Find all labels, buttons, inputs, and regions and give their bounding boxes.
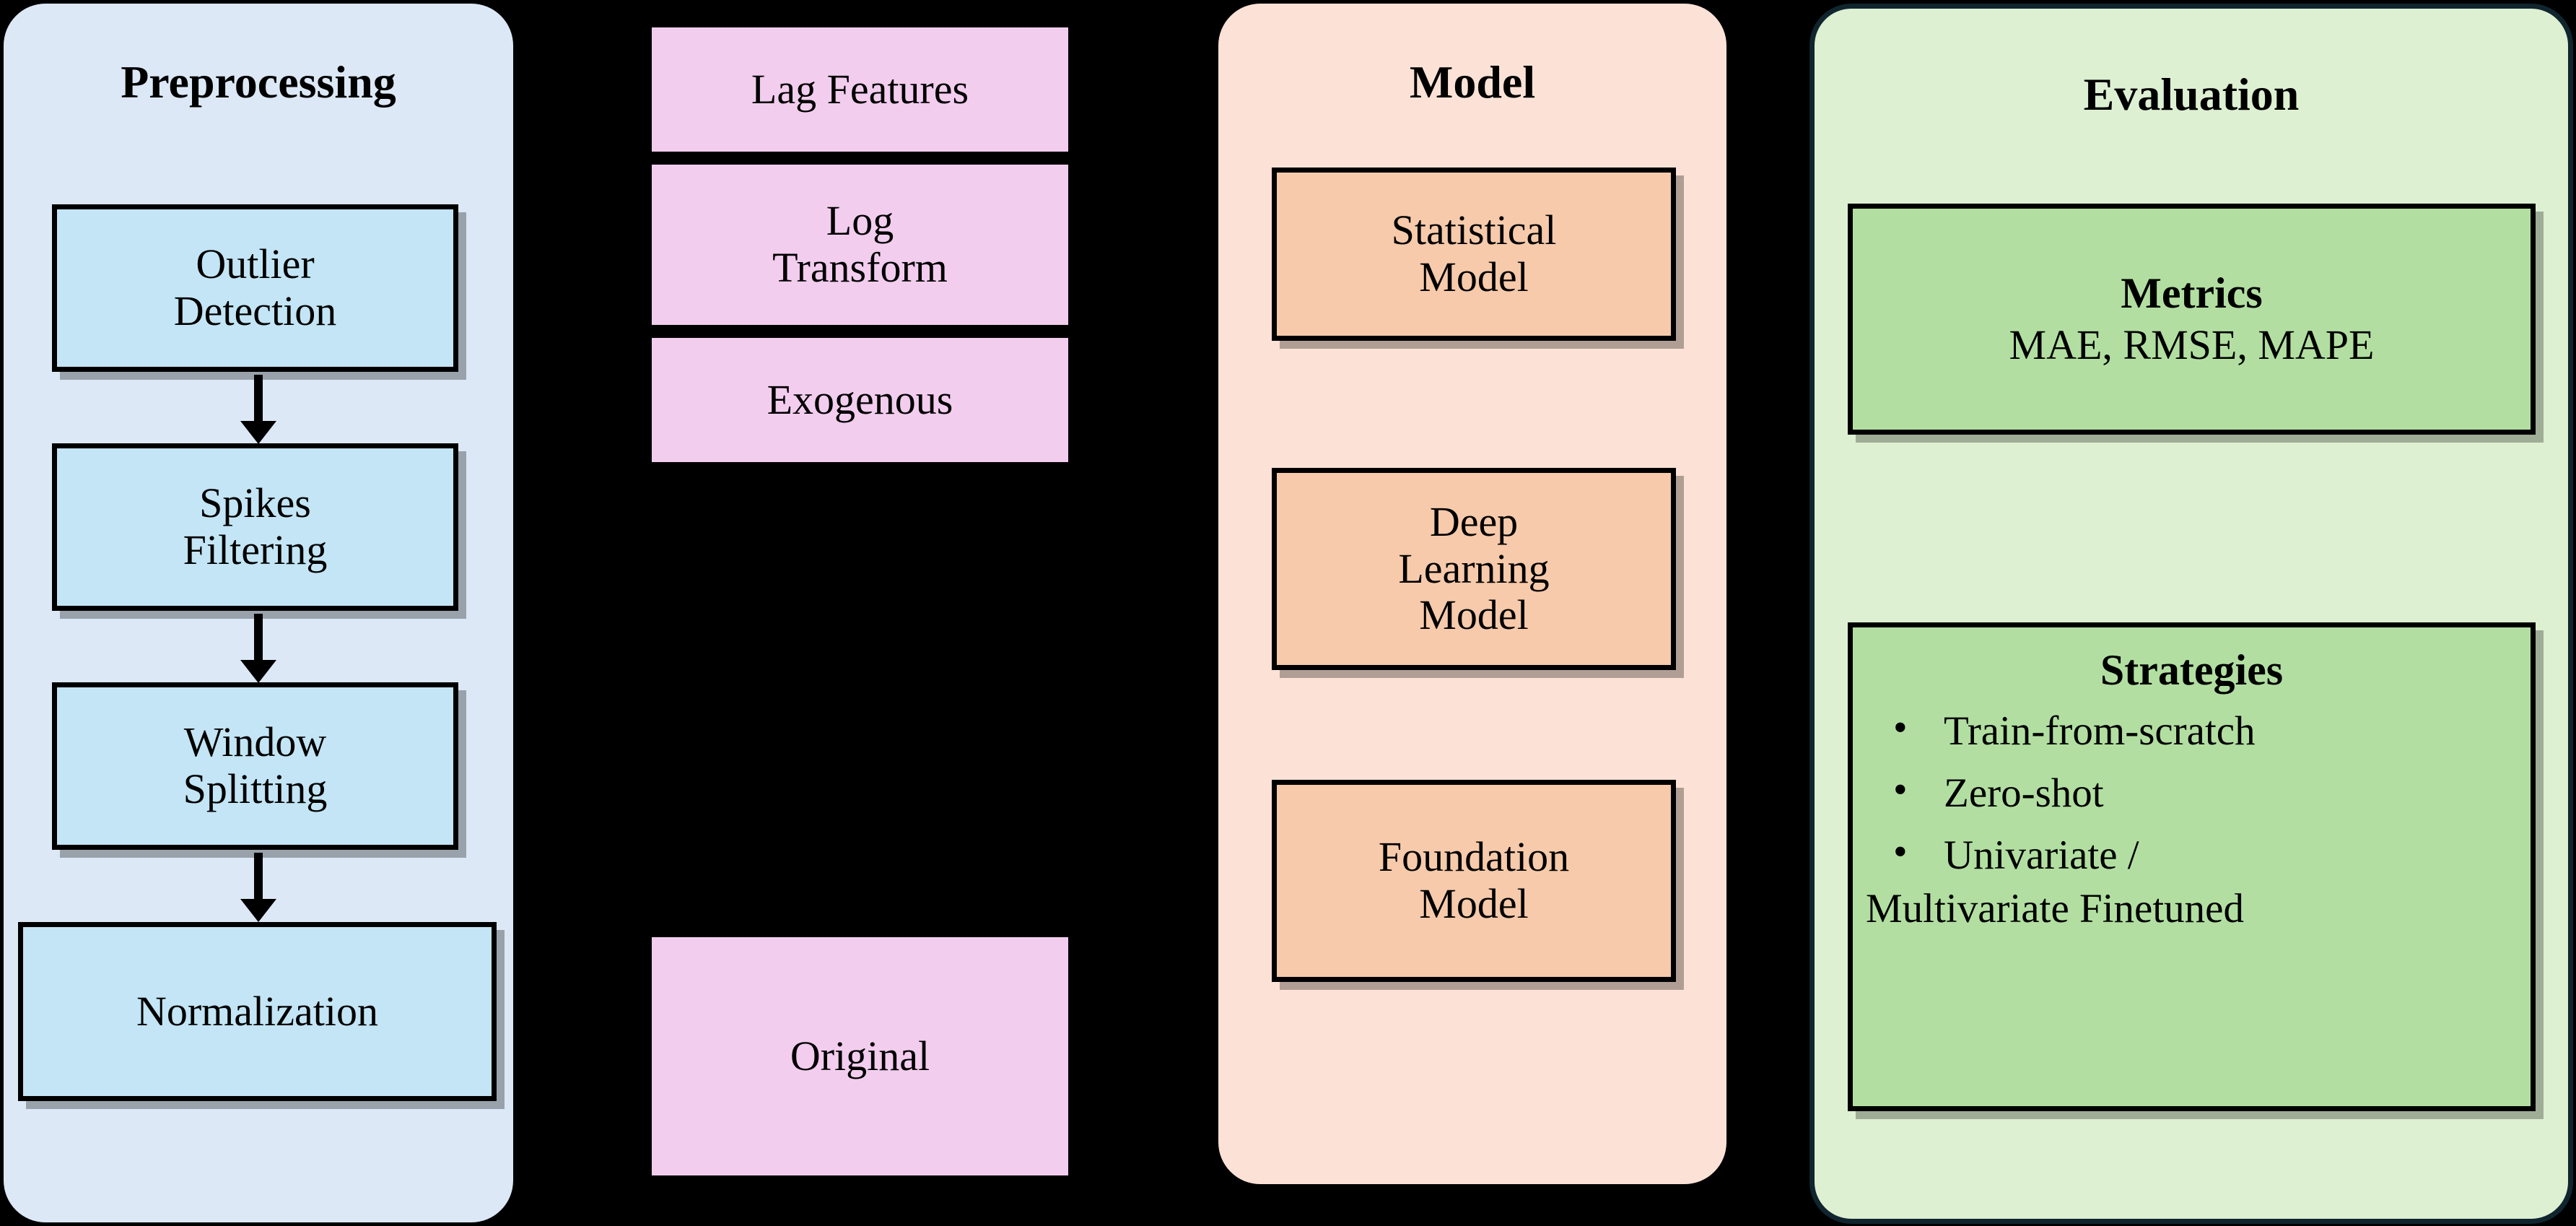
arrow-spikes-to-window (240, 614, 276, 683)
feature-original: Original (652, 937, 1068, 1175)
model-title: Model (1409, 56, 1536, 108)
strategy-text: Zero-shot (1944, 770, 2104, 817)
bullet-icon: • (1893, 705, 1908, 751)
metrics-heading: Metrics (2121, 269, 2263, 317)
strategies-list: • Train-from-scratch • Zero-shot • Univa… (1853, 705, 2531, 936)
strategies-heading: Strategies (2100, 646, 2284, 694)
arrow-outlier-to-spikes (240, 375, 276, 444)
feature-label: Lag Features (751, 65, 969, 113)
strategy-text: Train-from-scratch (1944, 708, 2256, 755)
list-item: • Univariate / Multivariate Finetuned (1866, 829, 2518, 936)
arrow-window-to-normalization (240, 853, 276, 922)
feature-label: Exogenous (767, 375, 953, 423)
list-item: • Zero-shot (1866, 767, 2518, 820)
feature-lag-features: Lag Features (652, 27, 1068, 152)
step-normalization: Normalization (18, 922, 497, 1101)
strategy-text-wrap: Multivariate Finetuned (1866, 886, 2244, 932)
bullet-icon: • (1893, 768, 1908, 813)
feature-label: Original (790, 1032, 930, 1079)
bullet-icon: • (1893, 830, 1908, 875)
preprocessing-title: Preprocessing (121, 56, 396, 108)
evaluation-metrics-box: Metrics MAE, RMSE, MAPE (1848, 204, 2536, 435)
feature-exogenous: Exogenous (652, 338, 1068, 462)
step-label: Normalization (136, 987, 378, 1035)
list-item: • Train-from-scratch (1866, 705, 2518, 758)
evaluation-title: Evaluation (2083, 69, 2300, 120)
strategy-text: Univariate / (1944, 832, 2139, 879)
metrics-values: MAE, RMSE, MAPE (2009, 321, 2375, 369)
evaluation-strategies-box: Strategies • Train-from-scratch • Zero-s… (1848, 622, 2536, 1111)
